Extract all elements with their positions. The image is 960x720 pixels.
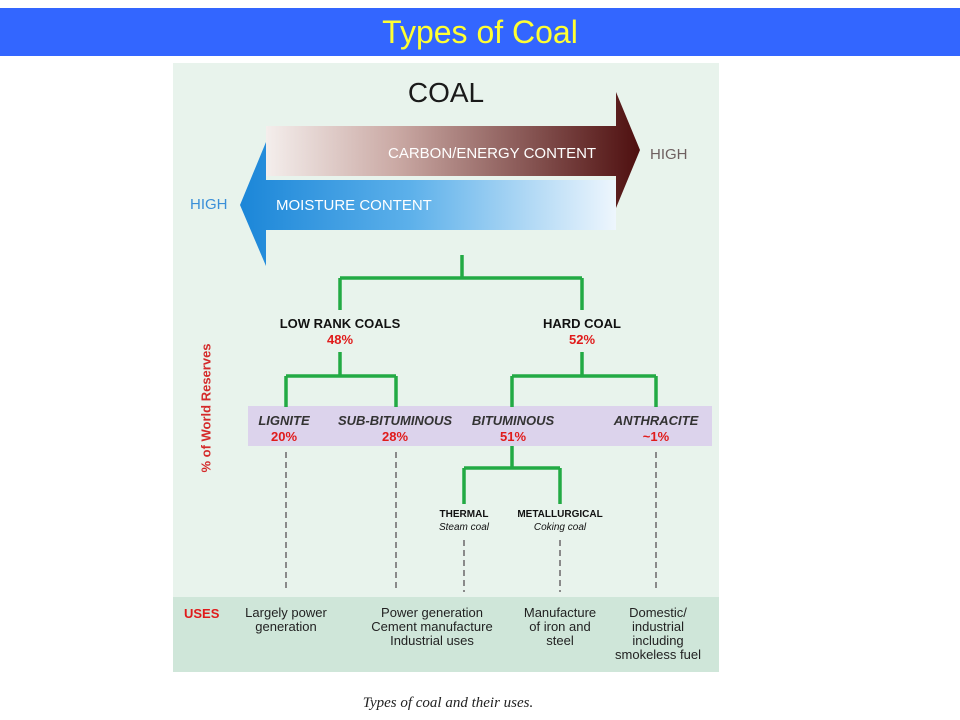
group-low-rank-share: 48% [326, 332, 354, 347]
moisture-high-label: HIGH [190, 196, 228, 213]
moisture-label: MOISTURE CONTENT [276, 197, 432, 214]
type-anthracite-name: ANTHRACITE [613, 413, 699, 428]
figure-caption: Types of coal and their uses. [362, 695, 534, 711]
type-anthracite-share: ~1% [642, 429, 670, 444]
subtype-metallurgical-name: METALLURGICAL [517, 509, 603, 520]
coal-heading: COAL [407, 77, 485, 108]
use-anthracite: Domestic/ industrial including smokeless… [615, 605, 701, 662]
world-reserves-axis-label: % of World Reserves [198, 343, 214, 473]
group-hard-coal-name: HARD COAL [543, 316, 621, 331]
subtype-metallurgical-desc: Coking coal [533, 522, 587, 533]
uses-label: USES [184, 606, 220, 621]
carbon-high-label: HIGH [650, 146, 688, 163]
group-low-rank-name: LOW RANK COALS [279, 316, 401, 331]
moisture-arrow [240, 142, 616, 266]
rank-band [248, 406, 712, 446]
classification-tree [284, 255, 658, 504]
type-sub-bituminous-share: 28% [381, 429, 409, 444]
use-sub-bituminous: Power generation Cement manufacture Indu… [371, 605, 493, 648]
carbon-energy-arrow [266, 92, 640, 208]
type-lignite-name: LIGNITE [258, 413, 310, 428]
group-hard-coal-share: 52% [568, 332, 596, 347]
slide-title: Types of Coal [0, 8, 960, 56]
type-sub-bituminous-name: SUB-BITUMINOUS [337, 413, 453, 428]
type-lignite-share: 20% [270, 429, 298, 444]
subtype-thermal-name: THERMAL [439, 509, 489, 520]
type-bituminous-share: 51% [499, 429, 527, 444]
uses-connectors [285, 452, 657, 592]
type-bituminous-name: BITUMINOUS [471, 413, 555, 428]
use-metallurgical: Manufacture of iron and steel [523, 605, 597, 648]
uses-band [173, 597, 719, 672]
subtype-thermal-desc: Steam coal [438, 522, 490, 533]
carbon-energy-label: CARBON/ENERGY CONTENT [388, 145, 597, 162]
use-lignite: Largely power generation [245, 605, 327, 634]
